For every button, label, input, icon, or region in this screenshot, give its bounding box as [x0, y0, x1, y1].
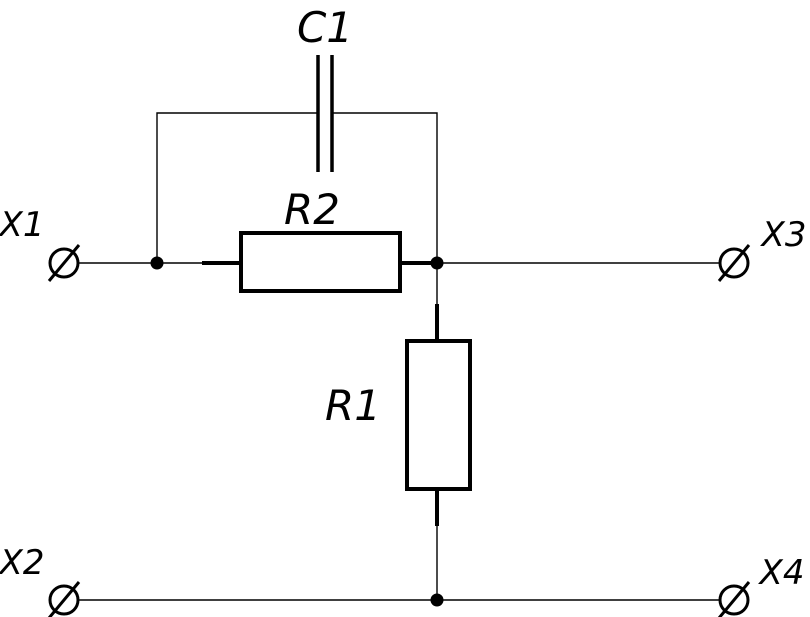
terminal-x4-label: X4 [758, 553, 805, 593]
terminal-x2-slash [47, 581, 81, 617]
junction-node-b [430, 256, 444, 270]
capacitor-c1: C1 [297, 3, 353, 172]
terminal-x3-slash [717, 244, 751, 282]
r2-body [239, 231, 402, 293]
terminal-x4: X4 [717, 553, 805, 617]
terminal-x2-label: X2 [0, 543, 44, 583]
r2-label: R2 [284, 185, 340, 234]
c1-label: C1 [297, 3, 353, 52]
wires [79, 112, 719, 601]
terminal-x4-slash [717, 581, 751, 617]
wire-c1-right-branch [331, 112, 438, 264]
wire-c1-left-branch [156, 112, 319, 264]
junction-node-c [430, 593, 444, 607]
terminal-x3-label: X3 [760, 215, 807, 255]
resistor-r1: R1 [325, 304, 472, 526]
terminal-x1-label: X1 [0, 205, 44, 245]
junction-node-a [150, 256, 164, 270]
resistor-r2: R2 [202, 185, 437, 293]
terminal-x1: X1 [0, 205, 81, 282]
terminal-x2: X2 [0, 543, 81, 617]
terminal-x1-slash [47, 244, 81, 282]
r1-body [405, 339, 472, 491]
terminal-x3: X3 [717, 215, 807, 282]
r1-label: R1 [325, 381, 381, 430]
junctions [150, 256, 444, 607]
